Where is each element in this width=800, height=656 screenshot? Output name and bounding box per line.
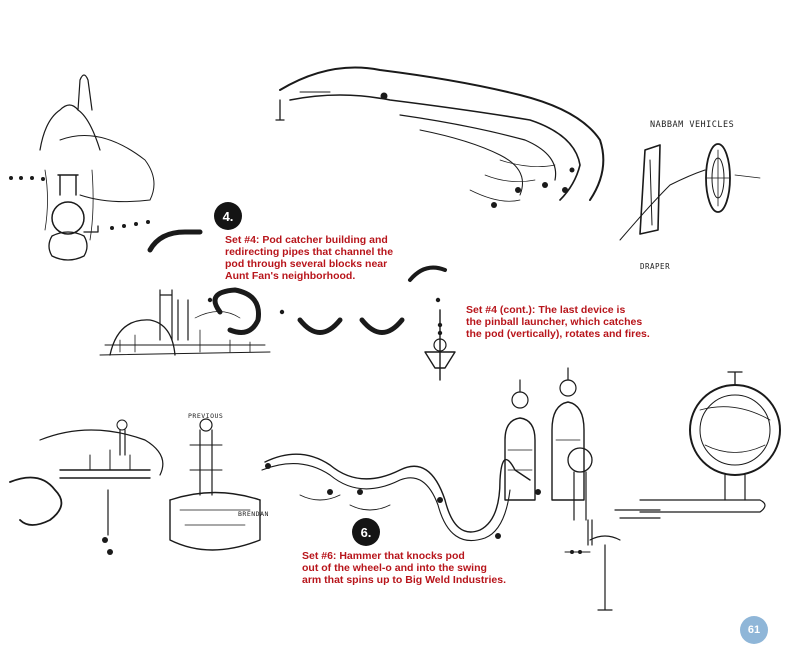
hammer-tower-sketch [169, 418, 261, 551]
signature-bottom: BRENDAN [238, 510, 269, 518]
set-6-number-badge: 6. [352, 518, 380, 546]
set-6-caption: Set #6: Hammer that knocks pod out of th… [302, 550, 506, 586]
swirling-track-sketch [9, 419, 164, 555]
domed-building-sketch [99, 289, 271, 356]
set-4-cont-caption: Set #4 (cont.): The last device is the p… [466, 304, 650, 340]
set-4-cont-caption-line: the pinball launcher, which catches [466, 316, 643, 328]
set-4-caption-line: Aunt Fan's neighborhood. [225, 270, 356, 282]
swooping-track-sketch [275, 66, 605, 208]
swing-arm-sphere-sketch [564, 371, 781, 611]
signature-top: DRAPER [640, 262, 671, 271]
pinball-launcher-sketch [424, 309, 456, 381]
set-4-caption: Set #4: Pod catcher building and redirec… [225, 234, 393, 282]
set-4-cont-caption-line: Set #4 (cont.): The last device is [466, 304, 626, 316]
set-4-caption-line: Set #4: Pod catcher building and [225, 234, 388, 246]
set-4-caption-line: pod through several blocks near [225, 258, 388, 270]
set-6-caption-line: out of the wheel-o and into the swing [302, 562, 487, 574]
set-4-caption-line: redirecting pipes that channel the [225, 246, 394, 258]
signature-tower: PREVIOUS [188, 412, 224, 420]
pod-catcher-tower-sketch [9, 74, 155, 261]
set-4-cont-caption-line: the pod (vertically), rotates and fires. [466, 328, 650, 340]
vehicles-sketch [619, 143, 761, 241]
set-4-number-badge: 4. [214, 202, 242, 230]
page-number-badge: 61 [740, 616, 768, 644]
set-6-caption-line: arm that spins up to Big Weld Industries… [302, 574, 506, 586]
redirecting-pipes-sketch [147, 229, 447, 335]
vehicles-label: NABBAM VEHICLES [650, 120, 735, 130]
set-6-caption-line: Set #6: Hammer that knocks pod [302, 550, 465, 562]
big-weld-towers-sketch [504, 367, 593, 521]
looping-track-sketch [261, 453, 541, 542]
